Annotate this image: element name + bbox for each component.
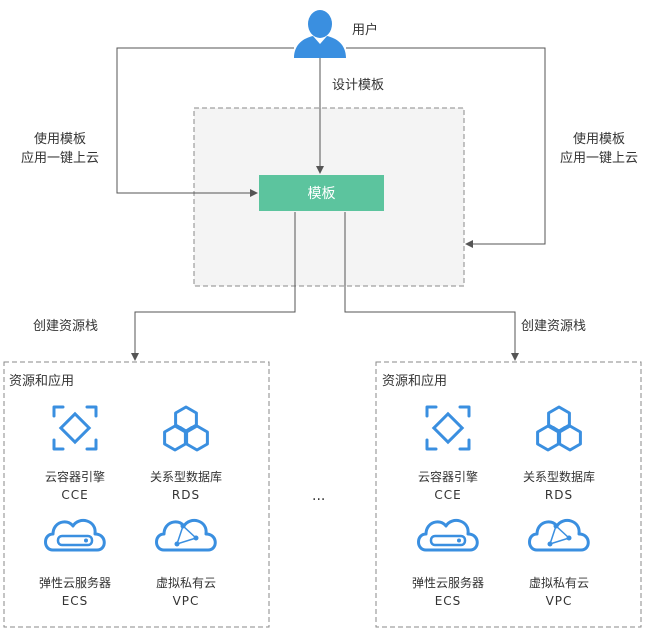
user-label: 用户	[352, 23, 379, 38]
create-stack-right-arrow	[344, 212, 519, 361]
create-stack-left-label: 创建资源栈	[33, 319, 99, 334]
service-code: VPC	[545, 594, 573, 608]
ecs-icon	[44, 518, 106, 552]
vpc-icon	[155, 518, 217, 552]
design-template-label: 设计模板	[332, 78, 385, 93]
ecs-icon	[417, 518, 479, 552]
user-icon	[294, 10, 346, 58]
more-groups-ellipsis: ...	[312, 488, 326, 504]
service-name: 关系型数据库	[149, 470, 222, 484]
rds-icon	[163, 405, 209, 452]
use-template-right-arrow	[346, 47, 546, 248]
service-code: ECS	[434, 594, 462, 608]
use-template-left-line1: 使用模板	[33, 132, 86, 147]
service-name: 弹性云服务器	[411, 576, 484, 590]
template-node: 模板	[259, 175, 384, 211]
service-name: 关系型数据库	[522, 470, 595, 484]
service-name: 虚拟私有云	[155, 576, 216, 590]
service-name: 虚拟私有云	[528, 576, 589, 590]
service-code: CCE	[434, 488, 462, 502]
resource-group-right	[375, 361, 642, 628]
cce-icon	[425, 405, 471, 451]
use-template-right-line2: 应用一键上云	[559, 151, 638, 166]
group-title-left: 资源和应用	[9, 374, 75, 389]
create-stack-right-label: 创建资源栈	[521, 319, 587, 334]
service-name: 云容器引擎	[417, 470, 478, 484]
service-code: VPC	[172, 594, 200, 608]
service-code: RDS	[171, 488, 201, 502]
use-template-right-line1: 使用模板	[572, 132, 625, 147]
group-title-right: 资源和应用	[382, 374, 448, 389]
service-code: CCE	[61, 488, 89, 502]
resource-group-left	[3, 361, 270, 628]
create-stack-left-arrow	[131, 212, 296, 361]
service-name: 弹性云服务器	[38, 576, 111, 590]
service-code: ECS	[61, 594, 89, 608]
cce-icon	[52, 405, 98, 451]
rds-icon	[536, 405, 582, 452]
service-name: 云容器引擎	[44, 470, 105, 484]
use-template-left-arrow	[116, 47, 294, 197]
service-code: RDS	[544, 488, 574, 502]
use-template-left-line2: 应用一键上云	[20, 151, 99, 166]
vpc-icon	[528, 518, 590, 552]
